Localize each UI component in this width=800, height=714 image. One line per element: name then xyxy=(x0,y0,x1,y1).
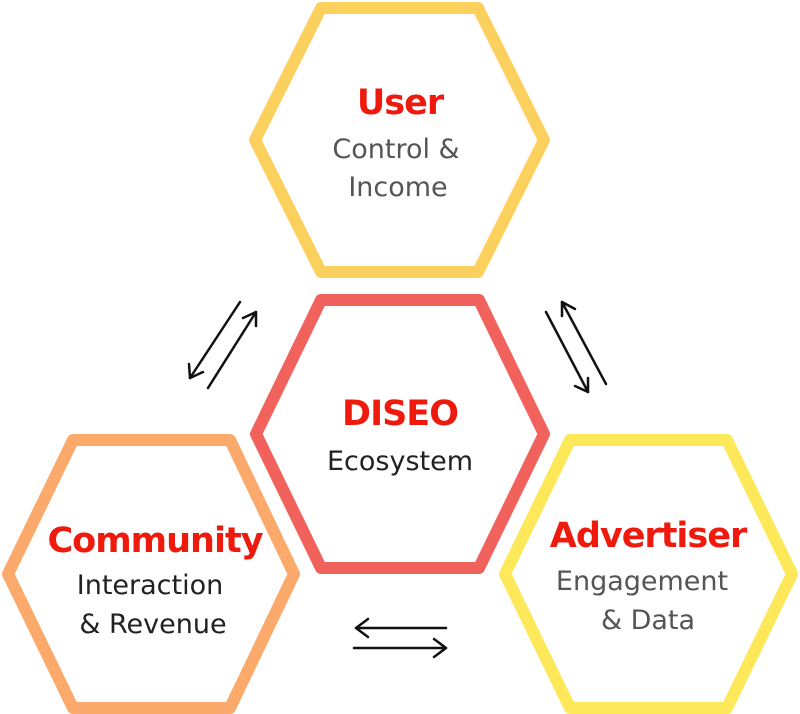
user-line2: Income xyxy=(348,172,447,203)
user-title: User xyxy=(357,83,445,123)
center-hexagon xyxy=(250,294,550,574)
advertiser-hexagon xyxy=(499,434,798,714)
community-line2: & Revenue xyxy=(79,609,226,640)
advertiser-line1: Engagement xyxy=(556,566,728,597)
community-hexagon xyxy=(2,434,300,714)
community-title: Community xyxy=(47,521,263,561)
center-line1: Ecosystem xyxy=(327,446,473,477)
user-hexagon xyxy=(249,2,550,278)
center-title: DISEO xyxy=(342,394,458,434)
bottom-bidirectional-arrows xyxy=(352,617,448,659)
arrow-to-community xyxy=(187,300,242,380)
arrow-to-advertiser-bottom xyxy=(352,637,448,659)
user-line1: Control & xyxy=(332,134,459,165)
right-bidirectional-arrows xyxy=(544,300,608,394)
community-line1: Interaction xyxy=(77,570,223,601)
advertiser-line2: & Data xyxy=(601,605,695,636)
advertiser-title: Advertiser xyxy=(550,516,748,556)
left-bidirectional-arrows xyxy=(187,300,258,390)
arrow-to-community-bottom xyxy=(354,617,448,639)
arrow-to-advertiser xyxy=(544,310,590,394)
arrow-to-user-right xyxy=(560,300,608,386)
arrow-to-user xyxy=(206,310,258,390)
